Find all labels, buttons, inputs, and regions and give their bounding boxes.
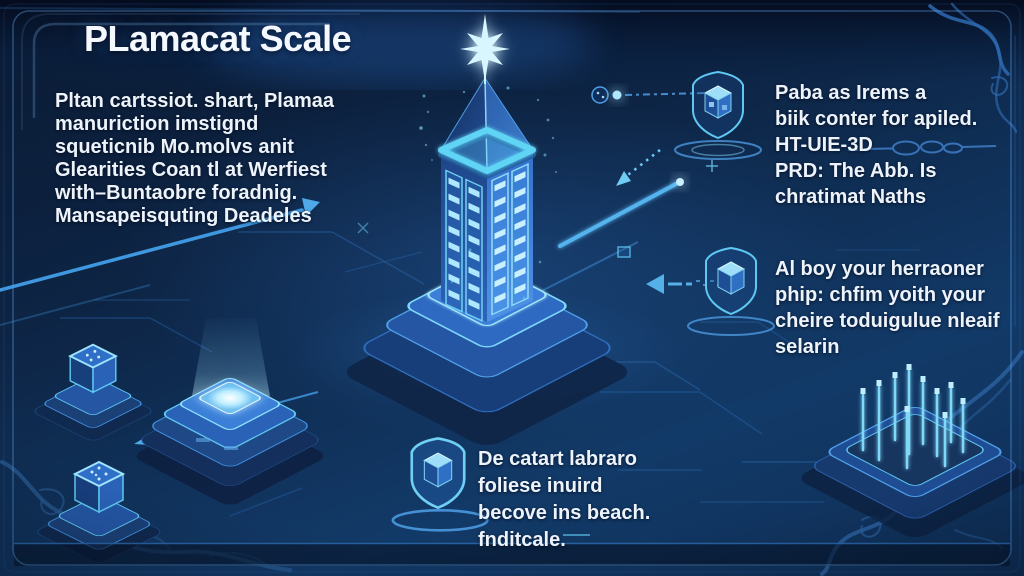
arrow-left-icon	[646, 274, 664, 294]
text-line: cheire toduigulue nleaif	[775, 310, 1000, 332]
tower-pyramid-roof	[438, 76, 536, 179]
text-block-mid-right: Al boy your herraoner phip: chfim yoith …	[775, 256, 999, 360]
text-line: Mansapeisquting Deadeles	[55, 205, 312, 227]
text-block-bottom-center: De catart labraro foliese inuird becove …	[478, 446, 650, 554]
text-line: phip: chfim yoith your	[775, 284, 985, 306]
text-line: De catart labraro	[478, 448, 637, 470]
text-line: PRD: The Abb. Is	[775, 160, 937, 182]
page-title: PLamacat Scale	[84, 18, 352, 59]
shield-cube-icon	[391, 437, 489, 532]
text-line: Paba as Irems a	[775, 82, 927, 104]
text-line: selarin	[775, 336, 840, 358]
text-line: chratimat Naths	[775, 186, 927, 208]
text-line: foliese inuird	[478, 475, 603, 497]
text-line: HT-UIE-3D	[775, 134, 873, 156]
small-square-marker	[617, 246, 631, 258]
text-line: becove ins beach.	[478, 502, 651, 524]
plus-marker-icon	[706, 160, 718, 172]
text-line: Al boy your herraoner	[775, 258, 984, 280]
text-line: fnditcale.	[478, 529, 566, 551]
text-line: biik conter for apiled.	[775, 108, 978, 130]
glow-dot	[676, 178, 684, 186]
text-block-left: Pltan cartssiot. shart, Plamaa manuricti…	[55, 90, 334, 228]
x-marker-icon	[357, 222, 369, 234]
pin-board-icon	[801, 364, 1024, 538]
text-line: manuriction imstignd	[55, 113, 259, 135]
text-line: with–Buntaobre foradnig.	[55, 182, 298, 204]
text-block-top-right: Paba as Irems a biik conter for apiled. …	[775, 80, 977, 210]
iso-cube-chip-icon	[34, 343, 152, 441]
node-circle-icon	[591, 86, 609, 104]
text-line: squeticnib Mo.molvs anit	[55, 136, 294, 158]
text-line: Pltan cartssiot. shart, Plamaa	[55, 90, 335, 112]
text-line: Glearities Coan tl at Werfiest	[55, 159, 327, 181]
